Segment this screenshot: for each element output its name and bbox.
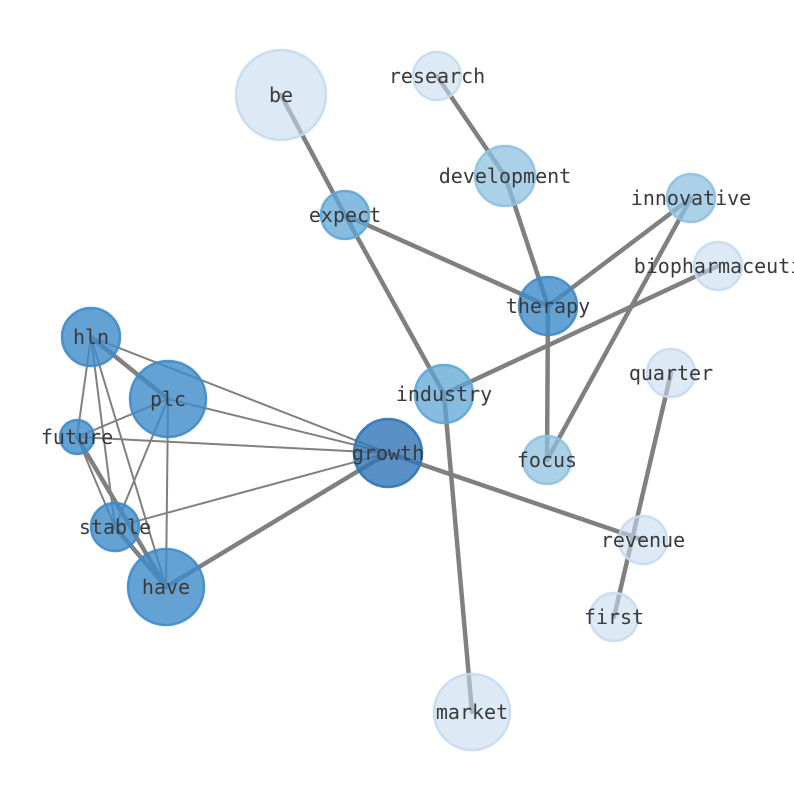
node-label-first: first xyxy=(584,605,644,629)
node-circle-plc xyxy=(128,359,208,439)
node-label-be: be xyxy=(269,83,293,107)
node-innovative: innovative xyxy=(631,172,751,224)
node-label-have: have xyxy=(142,575,190,599)
node-circle-therapy xyxy=(517,275,579,337)
node-circle-expect xyxy=(319,189,371,241)
node-research: research xyxy=(389,50,485,102)
edge-hln-growth xyxy=(90,336,389,454)
node-circle-focus xyxy=(521,434,573,486)
node-industry: industry xyxy=(396,363,492,425)
node-circle-first xyxy=(588,591,640,643)
node-label-industry: industry xyxy=(396,382,492,406)
edge-hln-have xyxy=(90,336,167,588)
edge-stable-growth xyxy=(114,452,389,528)
node-development: development xyxy=(439,144,571,208)
node-circle-innovative xyxy=(665,172,717,224)
node-label-plc: plc xyxy=(150,387,186,411)
node-circle-have xyxy=(126,547,206,627)
edge-quarter-first xyxy=(611,370,674,620)
edge-expect-industry xyxy=(342,212,447,397)
edge-future-growth xyxy=(76,436,389,454)
node-growth: growth xyxy=(352,417,424,489)
node-therapy: therapy xyxy=(506,275,590,337)
node-label-quarter: quarter xyxy=(629,361,713,385)
node-focus: focus xyxy=(517,434,577,486)
node-label-development: development xyxy=(439,164,571,188)
node-label-therapy: therapy xyxy=(506,294,590,318)
node-hln: hln xyxy=(60,306,122,368)
node-revenue: revenue xyxy=(601,514,685,566)
node-stable: stable xyxy=(79,501,151,553)
edge-growth-have xyxy=(163,450,391,590)
node-circle-be xyxy=(234,48,328,142)
edge-innovative-focus xyxy=(544,195,694,463)
node-expect: expect xyxy=(309,189,381,241)
edge-growth-revenue xyxy=(385,450,646,543)
node-label-growth: growth xyxy=(352,441,424,465)
node-label-expect: expect xyxy=(309,203,381,227)
node-quarter: quarter xyxy=(629,347,713,399)
node-future: future xyxy=(41,418,113,456)
node-circle-research xyxy=(411,50,463,102)
node-circle-market xyxy=(432,672,512,752)
node-plc: plc xyxy=(128,359,208,439)
node-label-hln: hln xyxy=(73,325,109,349)
node-circle-quarter xyxy=(645,347,697,399)
node-circle-future xyxy=(58,418,96,456)
node-market: market xyxy=(432,672,512,752)
node-label-future: future xyxy=(41,425,113,449)
node-label-research: research xyxy=(389,64,485,88)
node-circle-hln xyxy=(60,306,122,368)
edge-expect-therapy xyxy=(342,212,551,309)
node-label-revenue: revenue xyxy=(601,528,685,552)
node-circle-industry xyxy=(413,363,475,425)
node-layer: be research development expect innovative bio… xyxy=(41,48,794,752)
edge-industry-market xyxy=(441,391,475,715)
node-first: first xyxy=(584,591,644,643)
node-label-stable: stable xyxy=(79,515,151,539)
edge-biopharmaceuti-industry xyxy=(441,263,721,397)
node-circle-stable xyxy=(89,501,141,553)
node-circle-biopharmaceuti xyxy=(692,240,744,292)
node-label-innovative: innovative xyxy=(631,186,751,210)
node-circle-growth xyxy=(352,417,424,489)
node-circle-development xyxy=(473,144,537,208)
node-circle-revenue xyxy=(617,514,669,566)
node-label-biopharmaceuti: biopharmaceuti xyxy=(634,254,794,278)
node-have: have xyxy=(126,547,206,627)
node-biopharmaceuti: biopharmaceuti xyxy=(634,240,794,292)
node-label-market: market xyxy=(436,700,508,724)
node-label-focus: focus xyxy=(517,448,577,472)
node-be: be xyxy=(234,48,328,142)
